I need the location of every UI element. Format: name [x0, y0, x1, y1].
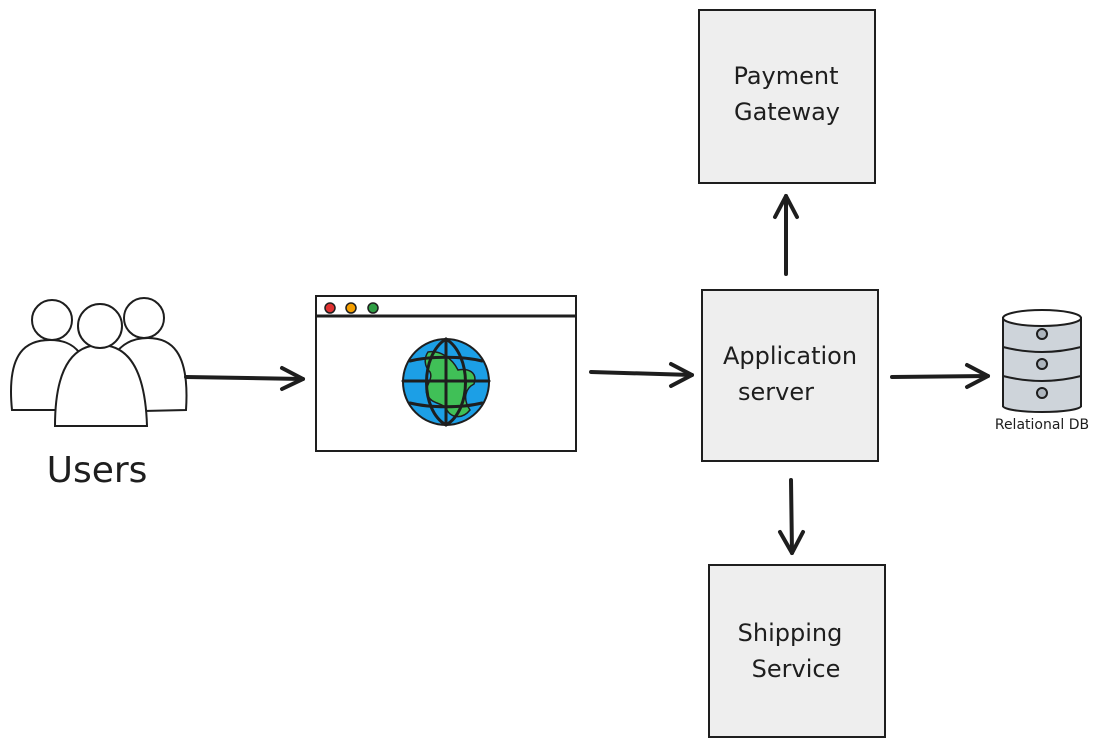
window-close-dot [324, 302, 336, 314]
payment-gateway-label-line1: Payment [733, 62, 838, 90]
application-server-label-line1: Application [723, 342, 857, 370]
database-icon [1002, 309, 1082, 413]
users-label: Users [47, 450, 148, 491]
shipping-service-label-line2: Service [752, 655, 841, 683]
browser-window [315, 295, 577, 452]
arrow-users-to-browser [184, 366, 305, 391]
users-icon [10, 297, 188, 427]
arrow-app-server-to-database [890, 363, 990, 389]
payment-gateway-label-line2: Gateway [734, 98, 840, 126]
window-minimize-dot [345, 302, 357, 314]
window-maximize-dot [367, 302, 379, 314]
arrow-app-server-to-shipping-service [778, 478, 805, 555]
arrow-browser-to-app-server [589, 362, 694, 388]
arrow-app-server-to-payment-gateway [773, 194, 799, 276]
payment-gateway-box: Payment Gateway [698, 9, 876, 184]
application-server-box: Application server [701, 289, 879, 462]
database-label: Relational DB [995, 417, 1089, 433]
shipping-service-label-line1: Shipping [738, 619, 843, 647]
globe-icon [401, 337, 491, 427]
shipping-service-box: Shipping Service [708, 564, 886, 738]
application-server-label-line2: server [738, 378, 814, 406]
